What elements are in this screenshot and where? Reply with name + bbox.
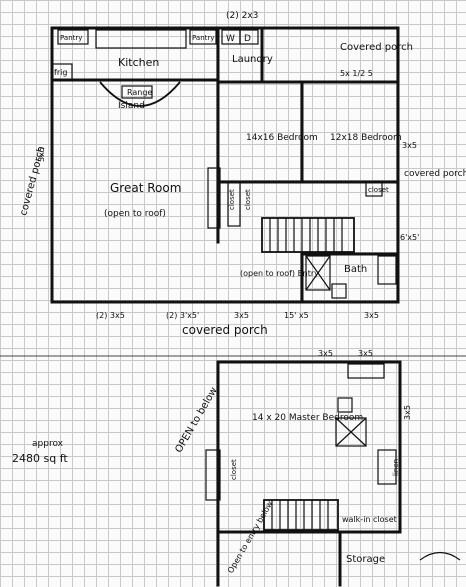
- window-bottom-5-label: 3x5: [364, 311, 379, 320]
- closet-x-upper: [305, 255, 331, 291]
- bedroom-right-label: 12x18 Bedroom: [330, 133, 402, 143]
- closet-2-label: closet: [244, 189, 252, 210]
- window-bottom-3-label: 3x5: [234, 311, 249, 320]
- lower-window-2-label: 3x5: [358, 349, 373, 358]
- lower-closet-x: [335, 417, 367, 447]
- window-bottom-4-label: 15' x5: [284, 311, 309, 320]
- island-arc: [99, 81, 181, 107]
- lower-window-1-label: 3x5: [318, 349, 333, 358]
- closet-left-upper: [207, 167, 221, 229]
- kitchen-label: Kitchen: [118, 56, 159, 69]
- bedroom-left-label: 14x16 Bedroom: [246, 133, 318, 143]
- lower-linen-label: linen: [392, 459, 400, 476]
- dryer-label: D: [244, 34, 251, 44]
- window-left-label: 3x5: [37, 147, 46, 162]
- area-approx-label: approx: [32, 439, 64, 449]
- laundry-label: Laundry: [232, 54, 273, 65]
- upper-floor-walls: [50, 26, 400, 304]
- dryer-box: [239, 29, 259, 45]
- lower-tub: [347, 363, 385, 379]
- closet-1-label: closet: [228, 189, 236, 210]
- window-bottom-1-label: (2) 3x5: [96, 311, 125, 320]
- walkin-label: walk-in closet: [342, 515, 397, 524]
- closet-mid-upper: [227, 181, 241, 227]
- lower-window-right-label: 3x5: [403, 405, 412, 420]
- open-below-label: OPEN to below: [173, 386, 219, 455]
- pantry-left-box: [57, 29, 89, 45]
- window-right-mid-label: 3x5: [402, 141, 417, 150]
- washer-label: W: [226, 34, 235, 44]
- great-room-note: (open to roof): [104, 209, 166, 219]
- closet-right-upper: [365, 181, 383, 197]
- area-label: 2480 sq ft: [12, 452, 68, 465]
- lower-door-swing: [419, 551, 461, 561]
- lower-floor-walls: [216, 360, 402, 587]
- lower-closet-right: [377, 449, 397, 485]
- covered-porch-bottom-label: covered porch: [182, 323, 268, 337]
- pantry-right-box: [189, 29, 217, 45]
- great-room-label: Great Room: [110, 181, 181, 195]
- closet-3-label: closet: [368, 186, 389, 194]
- window-right-low-label: 6'x5': [400, 233, 419, 242]
- fridge-label: frig: [54, 68, 67, 77]
- open-below-2-label: Open to entry below: [226, 499, 275, 575]
- covered-porch-top-label: Covered porch: [340, 42, 413, 53]
- toilet: [331, 283, 347, 299]
- window-right-top-label: 5x 1/2 5: [340, 69, 373, 78]
- lower-closet-label: closet: [230, 459, 238, 480]
- range-label: Range: [127, 88, 152, 97]
- counter-box: [95, 29, 187, 49]
- covered-porch-right-label: covered porch: [404, 169, 466, 179]
- bath-tub: [377, 255, 397, 285]
- range-box: [121, 85, 153, 99]
- pantry-left-label: Pantry: [60, 34, 82, 42]
- entry-label: (open to roof) Entry: [240, 269, 319, 278]
- upper-stairs: [261, 217, 355, 253]
- master-label: 14 x 20 Master Bedroom: [252, 413, 363, 423]
- fridge-box: [51, 63, 73, 81]
- storage-label: Storage: [346, 554, 385, 565]
- window-top-label: (2) 2x3: [226, 11, 258, 21]
- bath-label: Bath: [344, 264, 367, 275]
- island-label: Island: [118, 101, 145, 111]
- window-bottom-2-label: (2) 3'x5': [166, 311, 199, 320]
- pantry-right-label: Pantry: [192, 34, 214, 42]
- lower-stairs: [263, 499, 339, 531]
- lower-toilet: [337, 397, 353, 413]
- lower-closet-left: [205, 449, 221, 501]
